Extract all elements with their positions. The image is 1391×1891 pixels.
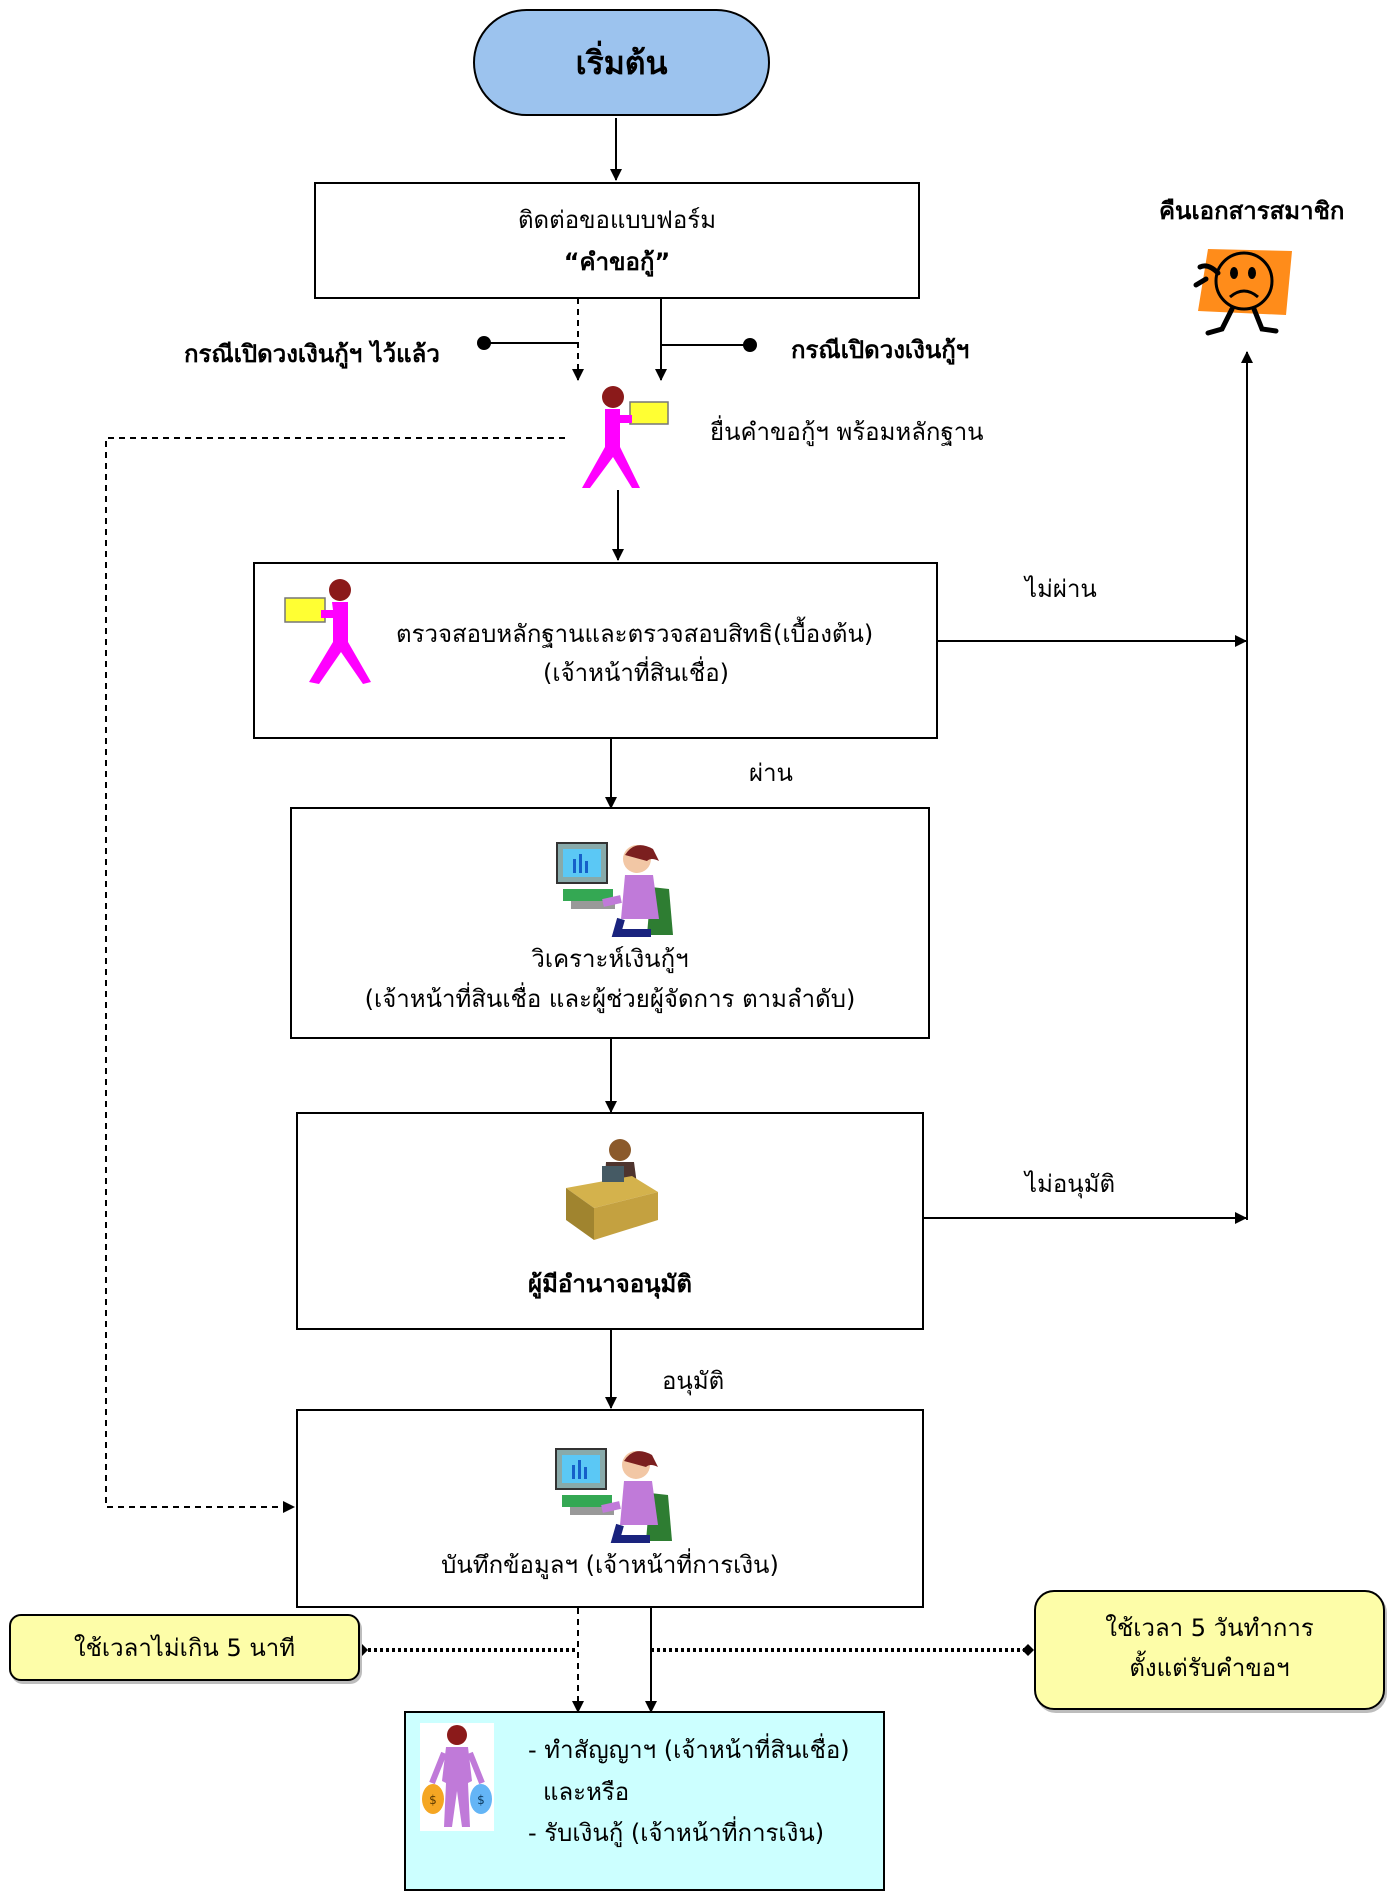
person-carrying-documents-icon [284, 579, 371, 684]
branch-left-label: กรณีเปิดวงเงินกู้ฯ ไว้แล้ว [184, 340, 440, 368]
label-approved: อนุมัติ [662, 1367, 725, 1395]
note-left-text: ใช้เวลาไม่เกิน 5 นาที [73, 1634, 296, 1662]
step4-line1: ผู้มีอำนาจอนุมัติ [528, 1270, 692, 1298]
return-docs-label: คืนเอกสารสมาชิก [1159, 197, 1345, 225]
note-right-line2: ตั้งแต่รับคำขอฯ [1129, 1654, 1290, 1682]
step2-box: ตรวจสอบหลักฐานและตรวจสอบสิทธิ(เบื้องต้น)… [253, 562, 938, 739]
label-not-approved: ไม่อนุมัติ [1025, 1170, 1116, 1198]
person-carrying-documents-icon [582, 386, 669, 488]
start-label: เริ่มต้น [575, 44, 668, 82]
step3-line1: วิเคราะห์เงินกู้ฯ [531, 945, 689, 973]
step2-line1: ตรวจสอบหลักฐานและตรวจสอบสิทธิ(เบื้องต้น) [396, 620, 874, 648]
sad-face-icon [1193, 249, 1292, 336]
step5-line1: บันทึกข้อมูลฯ (เจ้าหน้าที่การเงิน) [441, 1551, 779, 1579]
label-fail: ไม่ผ่าน [1025, 575, 1097, 603]
note-left: ใช้เวลาไม่เกิน 5 นาที [9, 1614, 360, 1681]
submit-label: ยื่นคำขอกู้ฯ พร้อมหลักฐาน [710, 418, 984, 446]
final-line3: - รับเงินกู้ (เจ้าหน้าที่การเงิน) [528, 1819, 825, 1847]
branch-right-label: กรณีเปิดวงเงินกู้ฯ [791, 336, 970, 364]
final-box: $ $ - ทำสัญญาฯ (เจ้าหน้าที่สินเชื่อ) และ… [404, 1711, 885, 1891]
final-line1: - ทำสัญญาฯ (เจ้าหน้าที่สินเชื่อ) [528, 1736, 850, 1764]
step2-line2: (เจ้าหน้าที่สินเชื่อ) [543, 659, 729, 687]
note-right: ใช้เวลา 5 วันทำการ ตั้งแต่รับคำขอฯ [1034, 1590, 1385, 1710]
step1-line2: “คำขอกู้” [563, 248, 671, 276]
step5-box: บันทึกข้อมูลฯ (เจ้าหน้าที่การเงิน) [296, 1409, 924, 1608]
dashed-bypass [105, 437, 565, 1513]
person-with-money-bags-icon: $ $ [420, 1723, 494, 1831]
note-right-line1: ใช้เวลา 5 วันทำการ [1105, 1614, 1314, 1642]
label-pass: ผ่าน [749, 759, 793, 787]
start-terminal: เริ่มต้น [473, 9, 770, 116]
manager-at-desk-icon [566, 1139, 658, 1240]
step1-box: ติดต่อขอแบบฟอร์ม “คำขอกู้” [314, 182, 920, 299]
computer-worker-icon [555, 1448, 672, 1543]
final-line2: และหรือ [543, 1778, 630, 1806]
step1-line1: ติดต่อขอแบบฟอร์ม [517, 206, 717, 234]
svg-text:$: $ [429, 1793, 437, 1807]
branch-left-dot [477, 336, 491, 350]
branch-right-dot [743, 338, 757, 352]
computer-worker-icon [556, 842, 673, 937]
step3-line2: (เจ้าหน้าที่สินเชื่อ และผู้ช่วยผู้จัดการ… [364, 985, 856, 1013]
step4-box: ผู้มีอำนาจอนุมัติ [296, 1112, 924, 1330]
step3-box: วิเคราะห์เงินกู้ฯ (เจ้าหน้าที่สินเชื่อ แ… [290, 807, 930, 1039]
svg-text:$: $ [477, 1793, 485, 1807]
